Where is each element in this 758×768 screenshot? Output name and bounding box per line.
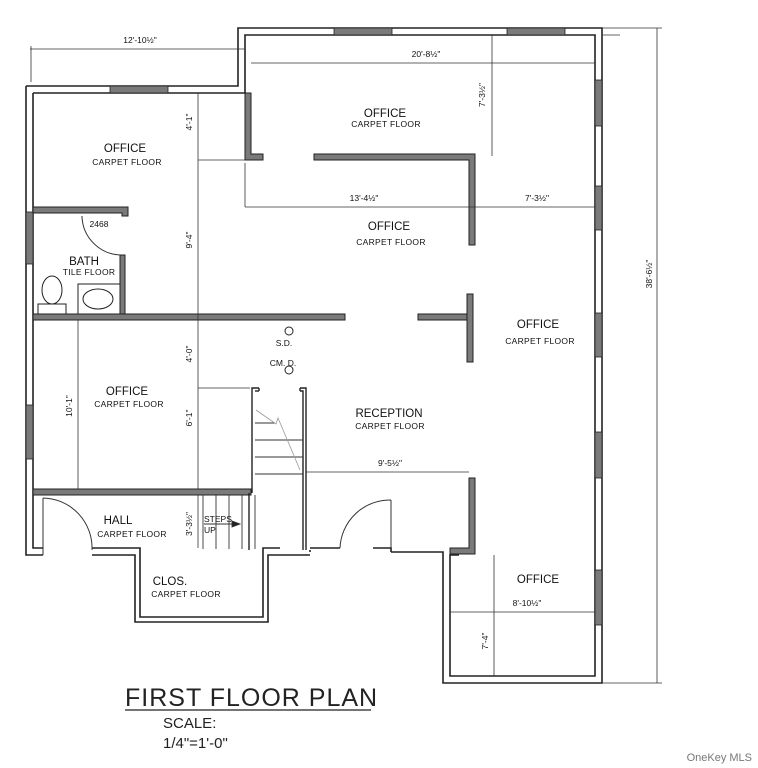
stair-treads — [202, 409, 303, 549]
svg-text:UP: UP — [204, 525, 216, 535]
svg-text:OFFICE: OFFICE — [517, 574, 559, 586]
room-hall: HALL CARPET FLOOR — [97, 515, 167, 539]
svg-text:OFFICE: OFFICE — [517, 319, 559, 331]
svg-text:BATH: BATH — [69, 256, 99, 268]
stair-walls — [248, 387, 307, 550]
svg-text:CARPET FLOOR: CARPET FLOOR — [151, 589, 221, 599]
dimension-lines — [30, 27, 662, 684]
svg-text:TILE FLOOR: TILE FLOOR — [63, 267, 116, 277]
svg-text:CLOS.: CLOS. — [153, 576, 188, 588]
svg-text:CARPET FLOOR: CARPET FLOOR — [356, 237, 426, 247]
svg-text:CARPET FLOOR: CARPET FLOOR — [355, 421, 425, 431]
co-detector-icon — [284, 365, 294, 375]
toilet-icon — [41, 275, 63, 305]
bath-fixtures — [37, 275, 121, 315]
svg-text:8'-10½": 8'-10½" — [513, 598, 542, 608]
svg-text:CM. D.: CM. D. — [270, 358, 296, 368]
svg-text:RECEPTION: RECEPTION — [355, 408, 422, 420]
svg-text:13'-4½": 13'-4½" — [350, 193, 379, 203]
svg-text:38'-6½": 38'-6½" — [644, 260, 654, 289]
doors — [42, 216, 392, 555]
room-office-lower-left: OFFICE CARPET FLOOR — [94, 386, 164, 409]
detectors — [284, 326, 294, 375]
annotations: 2468 S.D. CM. D. STEPS UP — [90, 219, 297, 535]
windows — [25, 27, 603, 626]
scale-value: 1/4"=1'-0" — [163, 735, 228, 752]
smoke-detector-icon — [284, 326, 294, 336]
svg-text:CARPET FLOOR: CARPET FLOOR — [94, 399, 164, 409]
room-office-bottom-right: OFFICE — [517, 574, 559, 586]
svg-text:20'-8½": 20'-8½" — [412, 49, 441, 59]
dimension-labels: 12'-10½" 20'-8½" 7'-3½" 4'-1" 9'-4" 13'-… — [64, 35, 654, 649]
svg-text:7'-3½": 7'-3½" — [525, 193, 549, 203]
watermark: OneKey MLS — [687, 752, 752, 764]
svg-text:CARPET FLOOR: CARPET FLOOR — [97, 529, 167, 539]
plan-title: FIRST FLOOR PLAN — [125, 684, 378, 712]
interior-walls — [32, 92, 476, 555]
room-office-top: OFFICE CARPET FLOOR — [351, 108, 421, 129]
svg-text:7'-4": 7'-4" — [480, 633, 490, 650]
svg-text:10'-1": 10'-1" — [64, 395, 74, 417]
svg-text:4'-1": 4'-1" — [184, 114, 194, 131]
svg-text:OFFICE: OFFICE — [104, 143, 146, 155]
svg-text:STEPS: STEPS — [204, 514, 232, 524]
svg-text:3'-3½": 3'-3½" — [184, 512, 194, 536]
svg-text:OFFICE: OFFICE — [368, 221, 410, 233]
svg-text:4'-0": 4'-0" — [184, 346, 194, 363]
svg-text:9'-5½": 9'-5½" — [378, 458, 402, 468]
svg-text:CARPET FLOOR: CARPET FLOOR — [92, 157, 162, 167]
room-office-middle: OFFICE CARPET FLOOR — [356, 221, 426, 247]
svg-text:6'-1": 6'-1" — [184, 410, 194, 427]
room-office-right: OFFICE CARPET FLOOR — [505, 319, 575, 346]
svg-text:S.D.: S.D. — [276, 338, 293, 348]
svg-text:9'-4": 9'-4" — [184, 232, 194, 249]
scale-label: SCALE: — [163, 715, 216, 732]
room-office-top-left: OFFICE CARPET FLOOR — [92, 143, 162, 167]
svg-text:OFFICE: OFFICE — [364, 108, 406, 120]
svg-text:CARPET FLOOR: CARPET FLOOR — [505, 336, 575, 346]
svg-text:CARPET FLOOR: CARPET FLOOR — [351, 119, 421, 129]
svg-text:12'-10½": 12'-10½" — [123, 35, 156, 45]
svg-text:2468: 2468 — [90, 219, 109, 229]
sink-icon — [82, 288, 114, 310]
svg-text:HALL: HALL — [104, 515, 133, 527]
title-block: FIRST FLOOR PLAN SCALE: 1/4"=1'-0" — [125, 684, 378, 752]
room-closet: CLOS. CARPET FLOOR — [151, 576, 221, 599]
room-reception: RECEPTION CARPET FLOOR — [355, 408, 425, 431]
svg-text:7'-3½": 7'-3½" — [477, 83, 487, 107]
room-bath: BATH TILE FLOOR — [63, 256, 116, 277]
exterior-walls — [25, 27, 603, 684]
svg-text:OFFICE: OFFICE — [106, 386, 148, 398]
